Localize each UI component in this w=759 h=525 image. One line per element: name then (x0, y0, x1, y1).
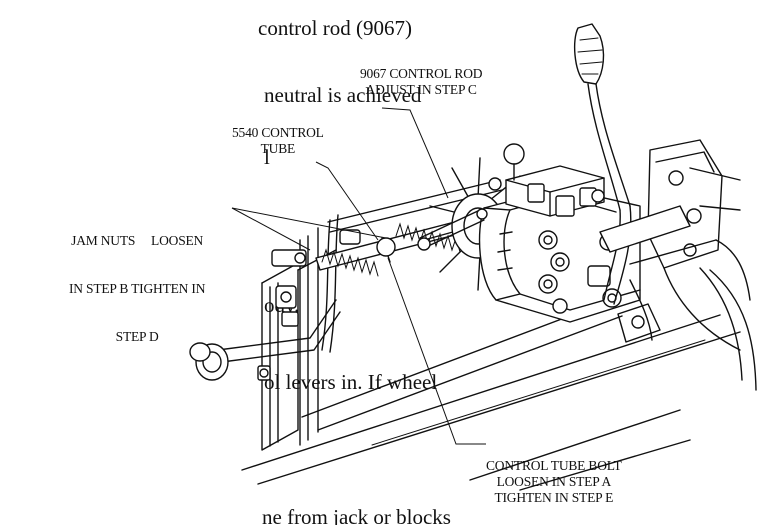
linkage (417, 208, 488, 251)
hydro-pump (478, 143, 641, 323)
doc-text-line-5: ol levers in. If wheel (264, 370, 438, 394)
control-tube (315, 217, 475, 277)
control-lever (573, 23, 632, 305)
callout-control-rod-line-1: 9067 CONTROL ROD (360, 66, 483, 81)
doc-text-line-2: neutral is achieved (264, 83, 422, 107)
doc-text-line-6: ne from jack or blocks (262, 505, 451, 525)
callout-control-rod: 9067 CONTROL ROD ADJUST IN STEP C (360, 66, 483, 98)
callout-leaders (231, 107, 486, 445)
doc-text-line-3: l (264, 145, 270, 169)
callout-control-tube: 5540 CONTROL TUBE (232, 125, 324, 157)
doc-text-line-1: control rod (9067) (258, 16, 412, 40)
callout-jam-nuts-line-2: IN STEP B TIGHTEN IN (69, 281, 206, 296)
steering-rod (189, 299, 341, 381)
callout-jam-nuts-line-1: JAM NUTS LOOSEN (71, 233, 204, 248)
callout-jam-nuts: JAM NUTS LOOSEN IN STEP B TIGHTEN IN STE… (69, 201, 205, 377)
callout-control-tube-line-1: 5540 CONTROL (232, 125, 324, 140)
callout-jam-nuts-line-3: STEP D (115, 329, 159, 344)
callout-control-tube-line-2: TUBE (260, 141, 296, 156)
right-bracket (599, 139, 757, 391)
callout-tube-bolt-line-1: CONTROL TUBE BOLT (486, 458, 622, 473)
callout-tube-bolt-line-3: TIGHTEN IN STEP E (494, 490, 614, 505)
callout-control-tube-bolt: CONTROL TUBE BOLT LOOSEN IN STEP A TIGHT… (486, 458, 622, 506)
callout-tube-bolt-line-2: LOOSEN IN STEP A (496, 474, 612, 489)
callout-control-rod-line-2: ADJUST IN STEP C (365, 82, 477, 97)
